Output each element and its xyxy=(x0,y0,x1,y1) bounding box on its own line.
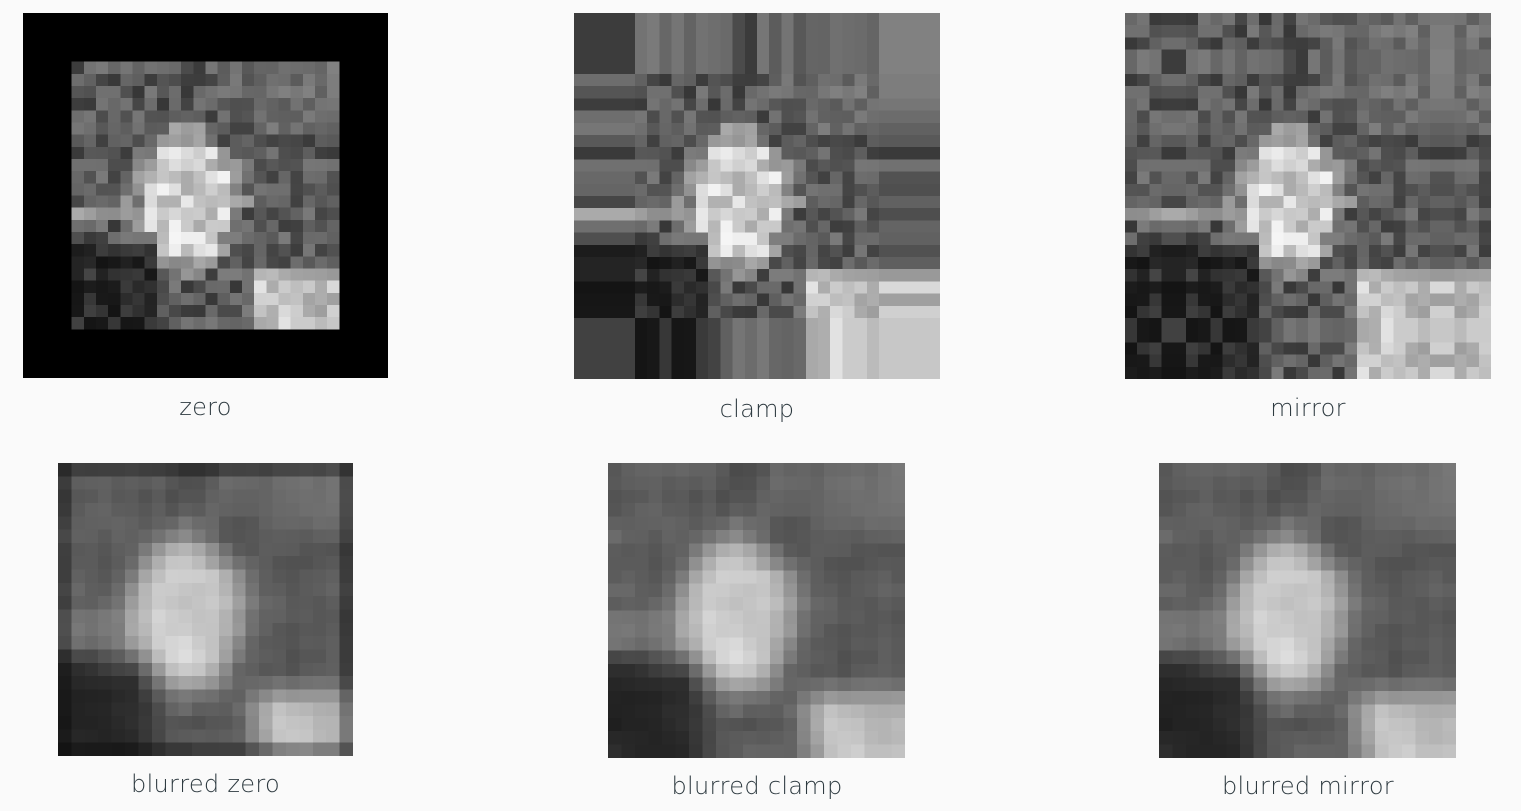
caption-mirror: mirror xyxy=(1270,394,1346,422)
zero-padded-image xyxy=(23,13,388,378)
caption-clamp: clamp xyxy=(719,395,795,423)
caption-zero: zero xyxy=(179,393,232,421)
clamp-padded-image xyxy=(574,13,940,379)
mirror-padded-image xyxy=(1125,13,1491,379)
blurred-zero-image xyxy=(58,463,353,756)
caption-blurred-zero: blurred zero xyxy=(131,770,280,798)
blurred-clamp-image xyxy=(608,463,905,758)
caption-blurred-clamp: blurred clamp xyxy=(671,772,843,800)
caption-blurred-mirror: blurred mirror xyxy=(1222,772,1394,800)
blurred-mirror-image xyxy=(1159,463,1456,758)
